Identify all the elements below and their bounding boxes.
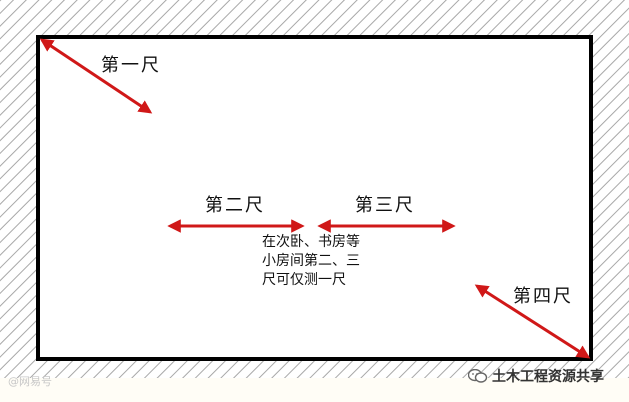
watermark-left: @网易号 [8,375,52,388]
watermark-right: 土木工程资源共享 [468,366,604,386]
note-text: 在次卧、书房等 小房间第二、三 尺可仅测一尺 [262,233,360,290]
label-third-ruler: 第三尺 [355,195,415,216]
label-fourth-ruler: 第四尺 [513,286,573,307]
watermark-right-text: 土木工程资源共享 [492,369,604,385]
note-line-2: 小房间第二、三 [262,253,360,269]
label-second-ruler: 第二尺 [205,195,265,216]
room-outline [36,35,593,361]
arrow-first [39,38,153,114]
wechat-icon [468,369,488,383]
note-line-3: 尺可仅测一尺 [262,272,346,288]
note-line-1: 在次卧、书房等 [262,234,360,250]
label-first-ruler: 第一尺 [101,55,161,76]
arrow-fourth [474,284,591,359]
